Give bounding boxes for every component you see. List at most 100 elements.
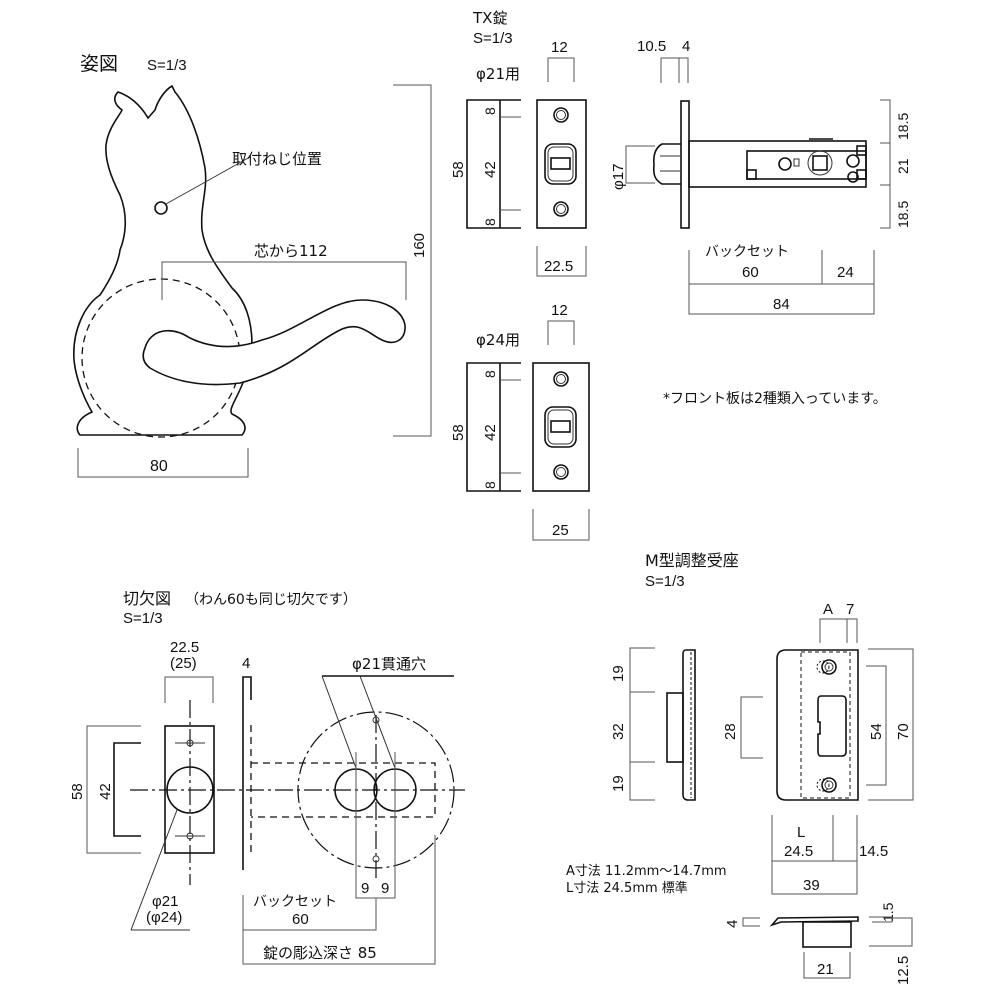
strike-width: 39 (803, 877, 820, 894)
offset-right: 9 (381, 880, 389, 897)
cutout-backset-label: バックセット (253, 894, 337, 910)
front24-edge-top: 8 (482, 370, 498, 378)
side-dim-b-value: 4 (682, 38, 690, 55)
side-slot (793, 158, 800, 167)
front21-screw-top (553, 107, 569, 123)
front21-top-dim (547, 57, 575, 82)
box-depth: 12.5 (895, 956, 912, 985)
mortise-dashed-outline (251, 762, 436, 818)
screw-leader-line (165, 156, 251, 205)
plate-thickness-dim (869, 916, 893, 923)
side-corner-sq-3 (856, 169, 867, 180)
strike-box-height: 28 (722, 723, 739, 740)
lever-reach-dim (161, 261, 407, 300)
side-case (688, 140, 867, 188)
side-faceplate (680, 100, 690, 229)
strike-a-dim (819, 618, 848, 643)
strike-left-dim (629, 647, 655, 801)
front24-top-value: 12 (551, 302, 568, 319)
plate-thickness: 1.5 (880, 902, 896, 922)
strike-7-dim (847, 618, 858, 643)
cutout-hole-dia: φ21 (152, 893, 178, 910)
cutout-hole-dia-alt: (φ24) (146, 909, 182, 926)
through-hole-label: φ21貫通穴 (352, 655, 426, 673)
cutout-backset-dim (242, 895, 377, 931)
front24-width-dim (532, 509, 590, 541)
cutout-total-value: 58 (69, 783, 86, 800)
cutout-thickness-dim (242, 676, 252, 700)
rose-screw-bottom (372, 855, 380, 863)
front21-total-dim (466, 99, 521, 229)
cutout-width-top: 22.5 (170, 639, 199, 656)
front24-plate (532, 362, 590, 492)
cutout-pitch-value: 42 (97, 783, 114, 800)
width-dim (77, 448, 249, 478)
strike-height: 70 (895, 723, 912, 740)
front24-screw-bottom (553, 464, 569, 480)
front21-pitch-value: 42 (482, 161, 499, 178)
strike-l-label: L (797, 824, 805, 841)
front24-screw-bottom-inner (556, 467, 566, 477)
side-dim-a (660, 57, 679, 83)
front21-screw-bottom (553, 201, 569, 217)
strike-screw-top (821, 659, 837, 675)
through-hole-leader-1 (321, 675, 357, 769)
tx-title: TX錠 (472, 9, 507, 27)
tx-lock-view: TX錠 S=1/3 φ21用 12 58 42 8 8 22.5 φ17 10.… (450, 9, 911, 541)
width-label: 80 (150, 458, 168, 475)
lip-thickness: 4 (724, 920, 741, 928)
strike-screw-bottom-alt (816, 778, 830, 792)
strike-hole-pitch: 54 (868, 723, 885, 740)
cutout-width-dim (164, 676, 214, 703)
strike-title: M型調整受座 (645, 551, 739, 570)
front24-width-value: 25 (552, 522, 569, 539)
side-spindle-hub (812, 155, 828, 171)
front21-width-value: 22.5 (544, 258, 573, 275)
cutout-front-outline (164, 725, 215, 854)
a-spec: A寸法 11.2mm～14.7mm (566, 864, 727, 879)
cutout-width-alt: (25) (170, 655, 197, 672)
cutout-pitch-dim (113, 742, 141, 837)
box-depth-dim (869, 917, 913, 947)
strike-left-mid: 32 (610, 723, 627, 740)
front24-label: φ24用 (476, 331, 520, 349)
side-latch-bolt (652, 143, 681, 185)
strike-height-dim (868, 648, 914, 801)
front21-top-value: 12 (551, 39, 568, 56)
strike-box-width: 21 (817, 961, 834, 978)
strike-scale: S=1/3 (645, 573, 685, 590)
strike-pitch-dim (866, 665, 887, 786)
backset-value: 60 (742, 264, 759, 281)
offset-left: 9 (361, 880, 369, 897)
appearance-title: 姿図 (80, 53, 118, 75)
strike-bottom-plate (769, 916, 859, 927)
side-corner-sq-2 (856, 145, 867, 156)
strike-front-plate (776, 649, 859, 801)
side-hub-outline (807, 150, 833, 176)
height-label: 160 (411, 233, 428, 258)
front24-latch-hole (544, 406, 577, 448)
strike-box-width-dim (803, 952, 851, 979)
mortise-depth-label: 錠の彫込深さ 85 (263, 944, 377, 962)
front24-edge-bottom: 8 (482, 481, 498, 489)
front21-label: φ21用 (476, 65, 520, 83)
strike-side-right: 14.5 (859, 843, 888, 860)
side-dim-a-value: 10.5 (637, 38, 666, 55)
front24-total-value: 58 (450, 424, 467, 441)
front24-screw-top (553, 371, 569, 387)
strike-bottom-box (802, 921, 852, 948)
hole-leader (130, 809, 178, 931)
backset-label: バックセット (705, 244, 789, 260)
cutout-total-dim (86, 725, 141, 854)
side-right-dim (880, 99, 891, 229)
backset-dim (688, 250, 875, 285)
front21-edge-top: 8 (482, 107, 498, 115)
overall-value: 84 (773, 296, 790, 313)
front21-plate (536, 99, 587, 229)
strike-screw-bottom-inner (824, 780, 834, 790)
latch-dia-dim (625, 145, 655, 184)
side-right-bottom: 18.5 (895, 201, 911, 228)
front21-screw-bottom-inner (556, 204, 566, 214)
front24-screw-top-inner (556, 374, 566, 384)
appearance-view: 姿図 S=1/3 取付ねじ位置 芯から112 160 80 (73, 53, 432, 478)
